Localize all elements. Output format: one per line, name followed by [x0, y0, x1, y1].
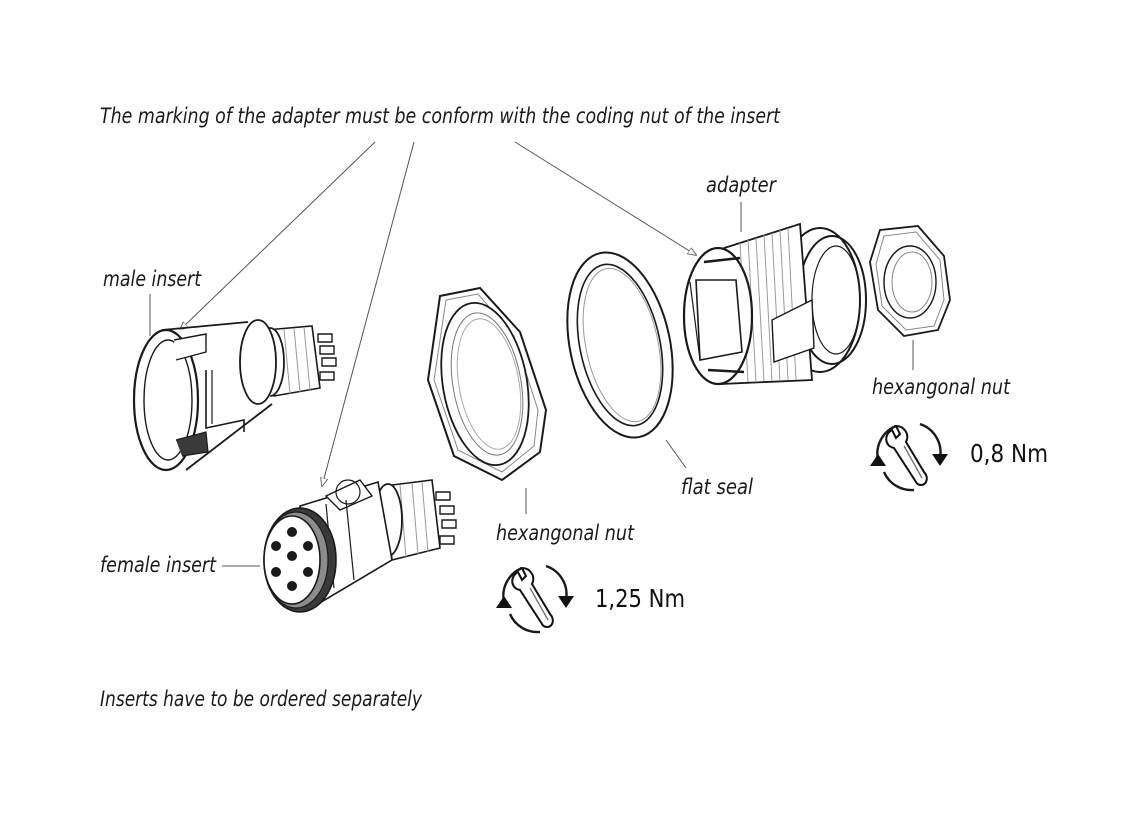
small-nut-torque: 0,8 Nm: [970, 439, 1048, 468]
flat-seal-label: flat seal: [681, 475, 753, 499]
adapter-part: [684, 224, 866, 384]
wrench-rotation-icon: [868, 422, 950, 492]
heading-label: The marking of the adapter must be confo…: [100, 104, 781, 128]
flat-seal-leader: [665, 439, 687, 469]
large-hex-nut-part: [428, 288, 546, 480]
female-insert-label: female insert: [100, 553, 217, 577]
large-hex-nut-label: hexangonal nut: [496, 521, 635, 545]
heading-leader-lines: [180, 141, 696, 486]
adapter-label: adapter: [706, 173, 777, 197]
wrench-rotation-icon: [494, 564, 576, 634]
small-hex-nut-label: hexangonal nut: [872, 375, 1011, 399]
female-insert-part: [264, 480, 456, 612]
flat-seal-part: [552, 243, 689, 448]
footer-note: Inserts have to be ordered separately: [100, 687, 422, 711]
large-nut-torque: 1,25 Nm: [595, 584, 685, 613]
male-insert-part: [134, 320, 336, 470]
small-hex-nut-part: [870, 226, 950, 336]
male-insert-label: male insert: [103, 267, 202, 291]
